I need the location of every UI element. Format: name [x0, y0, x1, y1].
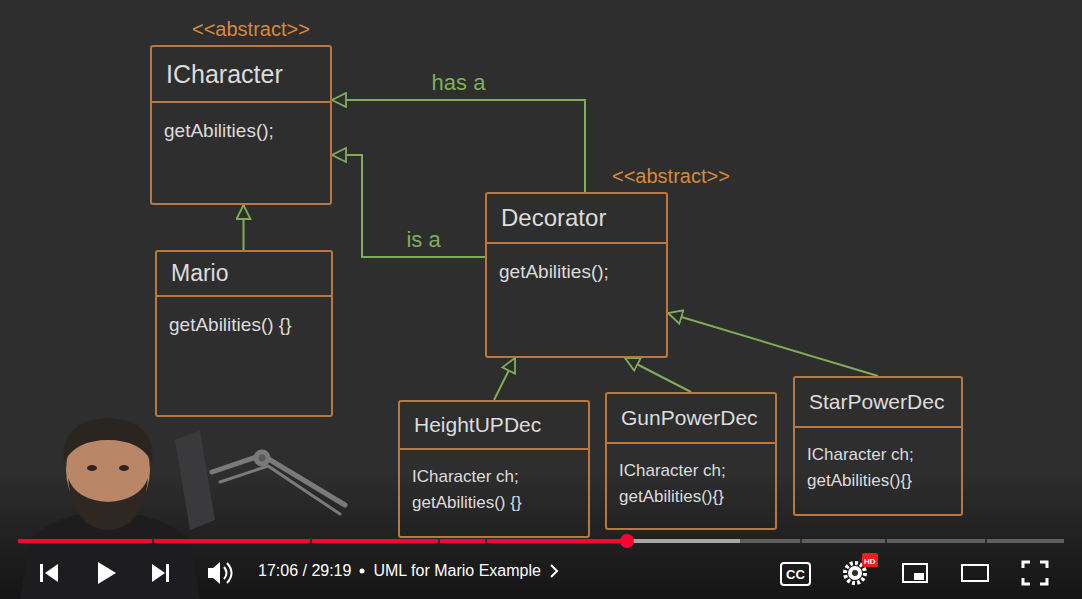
connector [243, 205, 245, 250]
class-box: GunPowerDecICharacter ch; getAbilities()… [605, 392, 777, 530]
abstract-class-box: <<abstract>>DecoratorgetAbilities(); [485, 192, 668, 358]
class-members: getAbilities(); [152, 103, 330, 203]
class-name: HeightUPDec [400, 402, 588, 450]
presenter [20, 418, 215, 599]
stereotype: <<abstract>> [612, 165, 730, 188]
class-box: StarPowerDecICharacter ch; getAbilities(… [793, 376, 963, 516]
connector [332, 100, 585, 192]
class-box: MariogetAbilities() {} [155, 250, 333, 417]
video-info: 17:06 / 29:19 UML for Mario Example [258, 562, 559, 580]
captions-text: CC [786, 567, 805, 582]
class-members: ICharacter ch; getAbilities() {} [400, 450, 588, 536]
class-name: ICharacter [152, 47, 330, 103]
class-name: Mario [157, 252, 331, 297]
connector [332, 155, 485, 257]
microphone-arm [212, 452, 345, 514]
player-gradient [0, 470, 1082, 599]
video-title: UML for Mario Example [373, 562, 540, 580]
stereotype: <<abstract>> [192, 18, 310, 41]
captions-button: CC [780, 562, 811, 586]
abstract-class-box: <<abstract>>ICharactergetAbilities(); [150, 45, 332, 205]
class-members: ICharacter ch; getAbilities(){} [607, 444, 775, 528]
class-members: getAbilities(); [487, 244, 666, 356]
edge-label: is a [402, 227, 444, 253]
separator-dot [359, 568, 365, 574]
class-name: Decorator [487, 194, 666, 244]
connector [625, 358, 691, 392]
hd-text: HD [864, 557, 876, 566]
class-members: ICharacter ch; getAbilities(){} [795, 428, 961, 514]
hd-badge: HD [862, 553, 878, 567]
class-members: getAbilities() {} [157, 297, 331, 415]
player-icons [40, 562, 1047, 584]
edge-label: has a [428, 70, 490, 96]
class-name: GunPowerDec [607, 394, 775, 444]
connector [494, 358, 515, 400]
connector [668, 313, 878, 376]
chevron-icon [549, 564, 559, 578]
class-name: StarPowerDec [795, 378, 961, 428]
video-time: 17:06 / 29:19 [258, 562, 351, 580]
class-box: HeightUPDecICharacter ch; getAbilities()… [398, 400, 590, 538]
